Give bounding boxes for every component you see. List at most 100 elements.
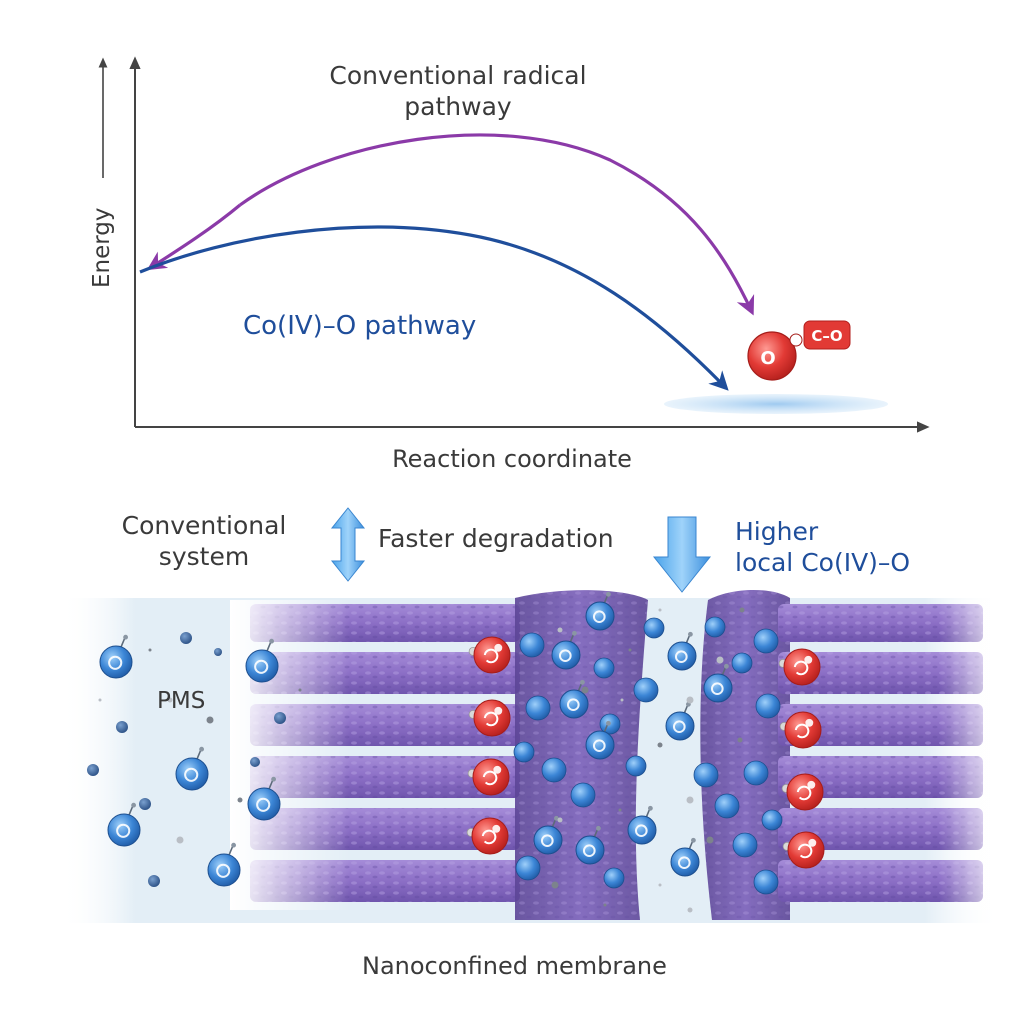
blue-particle (541, 757, 567, 783)
small-particle (657, 742, 663, 748)
blue-particle (633, 677, 659, 703)
blue-particle (643, 617, 665, 639)
small-particle (620, 698, 624, 702)
blue-particle (593, 657, 615, 679)
small-particle (176, 836, 184, 844)
x-axis-label: Reaction coordinate (392, 445, 632, 473)
double-arrow-icon (330, 507, 366, 582)
small-particle (686, 796, 694, 804)
conventional-line2: system (158, 542, 250, 572)
small-particle (148, 648, 152, 652)
cov-pathway-label: Co(IV)–O pathway (243, 311, 477, 341)
conventional-system-label: Conventional system (98, 510, 310, 573)
co-iv-o-species-icon (466, 817, 509, 855)
faster-degradation-label: Faster degradation (378, 524, 614, 553)
radical-return-curve (146, 203, 242, 271)
small-particle (628, 648, 632, 652)
small-particle (139, 798, 151, 810)
pms-molecule-icon (559, 679, 589, 719)
small-particle (250, 757, 260, 767)
small-particle (716, 656, 724, 664)
co-iv-o-species-icon (782, 831, 825, 869)
blue-particle (704, 616, 726, 638)
higher-line1: Higher (735, 517, 819, 546)
pms-label: PMS (157, 688, 206, 714)
small-particle (737, 737, 743, 743)
blue-particle (753, 869, 779, 895)
membrane-panel (60, 589, 1010, 923)
small-particle (116, 721, 128, 733)
small-particle (274, 712, 286, 724)
pms-molecule-icon (670, 837, 700, 877)
blue-particle (625, 755, 647, 777)
blue-particle (714, 793, 740, 819)
pms-molecule-icon (551, 630, 581, 670)
radical-pathway-label-line1: Conventional radical (329, 61, 587, 90)
pms-molecule-icon (533, 815, 563, 855)
small-particle (206, 716, 214, 724)
pms-molecule-icon (245, 638, 279, 683)
pms-molecule-icon (175, 746, 209, 791)
left-sheet-stack (230, 600, 520, 910)
product-molecule-icon: O (747, 331, 803, 381)
co-iv-o-species-icon (779, 711, 822, 749)
higher-line2: local Co(IV)–O (735, 548, 911, 578)
small-particle (686, 696, 694, 704)
cov-pathway-curve (139, 225, 729, 391)
membrane-caption: Nanoconfined membrane (362, 952, 667, 980)
small-particle (551, 881, 559, 889)
small-particle (180, 632, 192, 644)
small-particle (557, 817, 563, 823)
energy-diagram: O C–O (98, 56, 930, 433)
small-particle (706, 836, 714, 844)
co-iv-o-species-icon (468, 636, 511, 674)
pms-molecule-icon (585, 591, 615, 631)
blue-particle (519, 632, 545, 658)
product-puddle (664, 394, 888, 414)
blue-particle (603, 867, 625, 889)
radical-pathway-curve (239, 133, 755, 316)
small-particle (658, 608, 662, 612)
small-particle (87, 764, 99, 776)
pms-molecule-icon (627, 805, 657, 845)
small-particle (581, 686, 589, 694)
small-particle (739, 607, 745, 613)
small-particle (237, 797, 243, 803)
blue-particle (732, 832, 758, 858)
small-particle (167, 697, 173, 703)
blue-particle (753, 628, 779, 654)
small-particle (298, 688, 302, 692)
down-arrow-icon (652, 516, 712, 593)
blue-particle (513, 741, 535, 763)
co-iv-o-species-icon (467, 758, 510, 796)
co-iv-o-species-icon (781, 773, 824, 811)
small-particle (148, 875, 160, 887)
product-badge: C–O (803, 320, 851, 350)
small-particle (603, 903, 607, 907)
radical-pathway-label-line2: pathway (404, 92, 512, 122)
pms-molecule-icon (247, 776, 281, 821)
small-particle (557, 627, 563, 633)
higher-co-label: Higher local Co(IV)–O (735, 516, 910, 579)
pms-molecule-icon (575, 825, 605, 865)
pms-molecule-icon (585, 720, 615, 760)
blue-particle (761, 809, 783, 831)
pms-molecule-icon (107, 802, 141, 847)
conventional-line1: Conventional (121, 511, 287, 540)
co-iv-o-species-icon (778, 648, 821, 686)
blue-particle (755, 693, 781, 719)
product-badge-text: C–O (811, 327, 842, 345)
blue-particle (570, 782, 596, 808)
pms-molecule-icon (703, 663, 733, 703)
blue-particle (693, 762, 719, 788)
pms-molecule-icon (667, 631, 697, 671)
pms-molecule-icon (207, 842, 241, 887)
y-axis-label: Energy (89, 207, 115, 288)
pms-molecule-icon (99, 634, 133, 679)
small-particle (618, 808, 622, 812)
small-particle (658, 883, 662, 887)
blue-particle (743, 760, 769, 786)
co-iv-o-species-icon (468, 699, 511, 737)
